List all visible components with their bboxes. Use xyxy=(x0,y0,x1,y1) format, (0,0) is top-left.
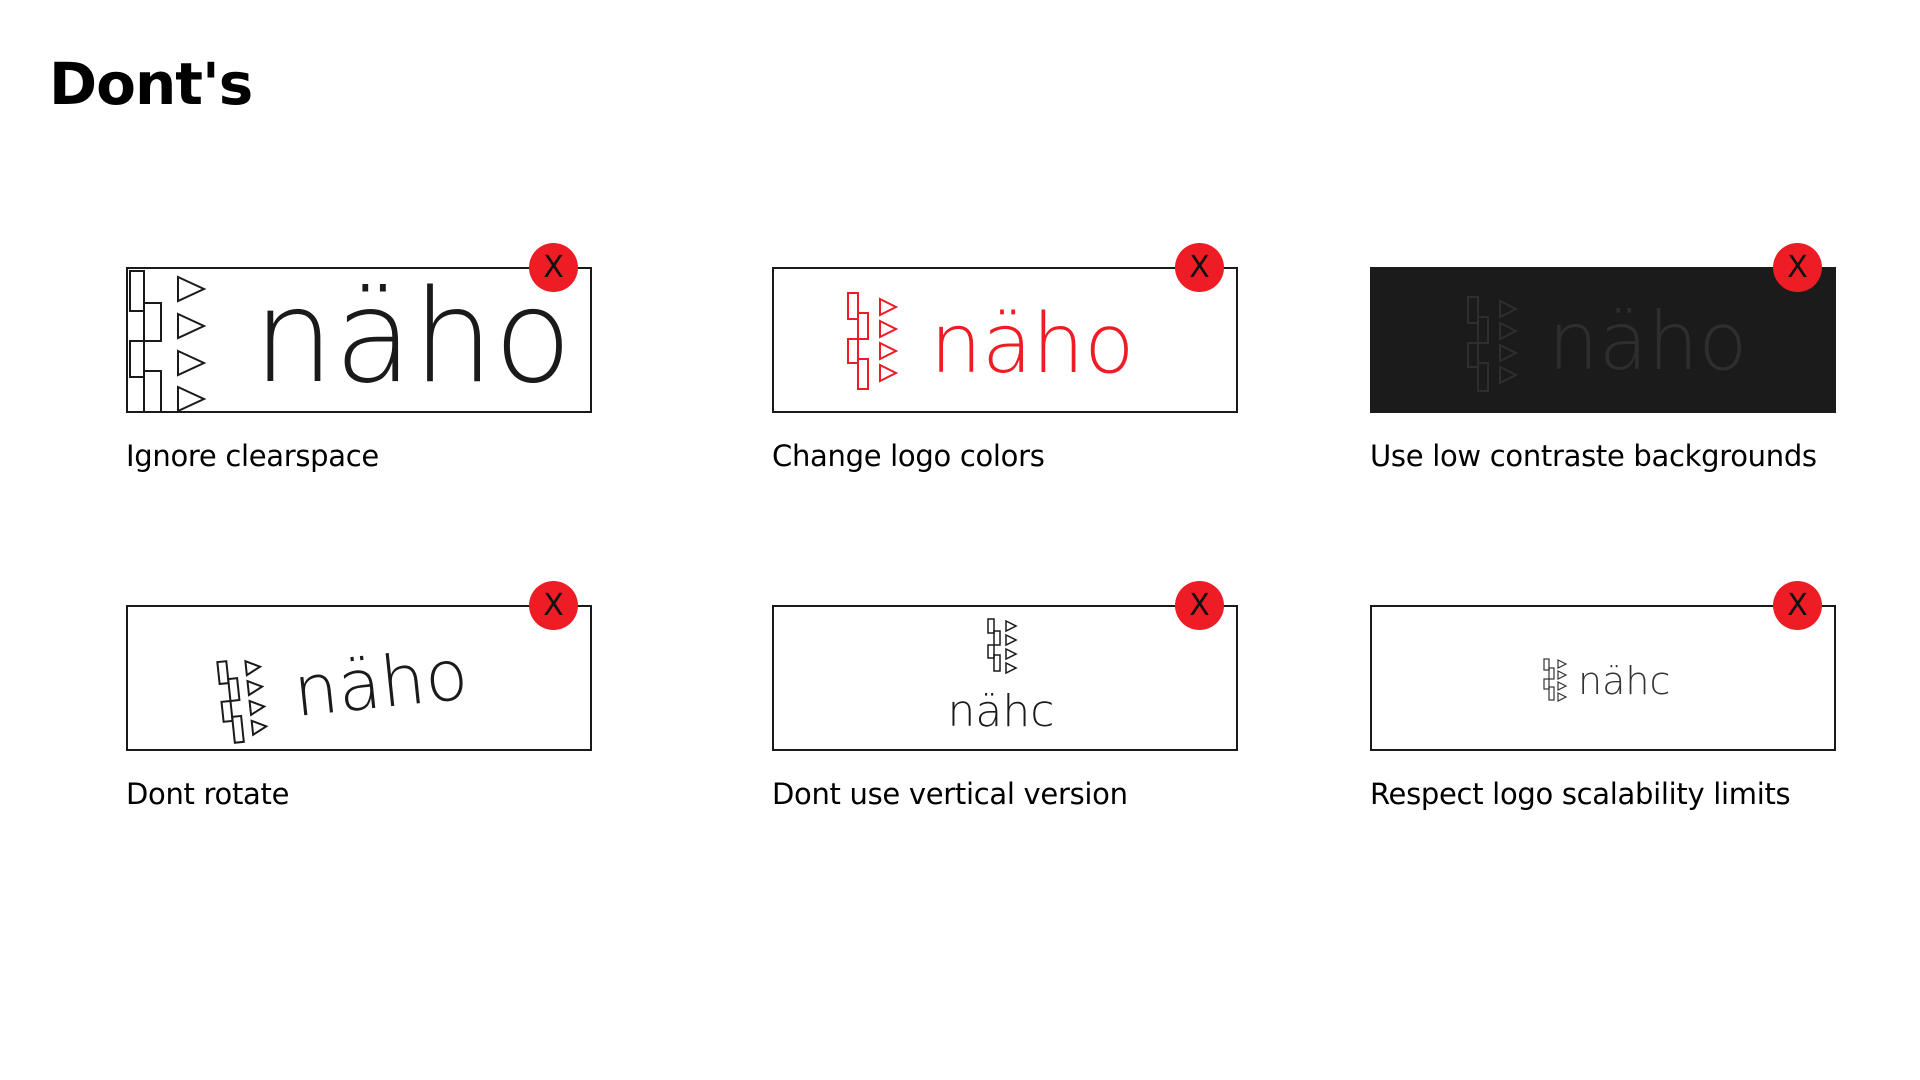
page-title: Dont's xyxy=(49,50,253,118)
logo-example-panel: nähc xyxy=(1370,605,1836,751)
logo-example-graphic: nähc xyxy=(1543,658,1670,703)
prohibited-x-icon: X xyxy=(1773,581,1822,630)
prohibited-x-icon: X xyxy=(529,581,578,630)
logo-wordmark: nähc xyxy=(1578,659,1670,703)
logo-wordmark: nähc xyxy=(948,686,1055,737)
logo-example-panel: näho xyxy=(772,267,1238,413)
logo-example-panel: näho xyxy=(126,267,592,413)
card-caption: Respect logo scalability limits xyxy=(1370,777,1791,811)
card-caption: Dont use vertical version xyxy=(772,777,1128,811)
dont-card-change-colors: näho X Change logo colors xyxy=(772,243,1238,473)
dont-card-vertical-version: nähc X Dont use vertical version xyxy=(772,581,1238,811)
logo-example-panel: nähc xyxy=(772,605,1238,751)
logo-wordmark: näho xyxy=(1548,295,1747,388)
card-caption: Use low contraste backgrounds xyxy=(1370,439,1817,473)
dont-card-rotate: näho X Dont rotate xyxy=(126,581,592,811)
dont-card-low-contrast: näho X Use low contraste backgrounds xyxy=(1370,243,1836,473)
prohibited-x-icon: X xyxy=(1175,581,1224,630)
logo-wordmark: näho xyxy=(253,269,572,412)
logo-example-panel: näho xyxy=(1370,267,1836,413)
logo-example-panel: näho xyxy=(126,605,592,751)
logo-example-graphic: nähc xyxy=(948,618,1055,737)
logo-wordmark: näho xyxy=(290,633,472,733)
card-caption: Dont rotate xyxy=(126,777,290,811)
logo-example-graphic: näho xyxy=(216,633,472,744)
dont-card-ignore-clearspace: näho X Ignore clearspace xyxy=(126,243,592,473)
prohibited-x-icon: X xyxy=(1773,243,1822,292)
logo-wordmark: näho xyxy=(930,297,1134,392)
logo-example-graphic: näho xyxy=(847,292,1134,392)
card-caption: Ignore clearspace xyxy=(126,439,379,473)
logo-example-graphic: näho xyxy=(129,269,572,412)
dont-card-scalability: nähc X Respect logo scalability limits xyxy=(1370,581,1836,811)
prohibited-x-icon: X xyxy=(529,243,578,292)
logo-example-graphic: näho xyxy=(1467,295,1747,392)
card-caption: Change logo colors xyxy=(772,439,1045,473)
prohibited-x-icon: X xyxy=(1175,243,1224,292)
